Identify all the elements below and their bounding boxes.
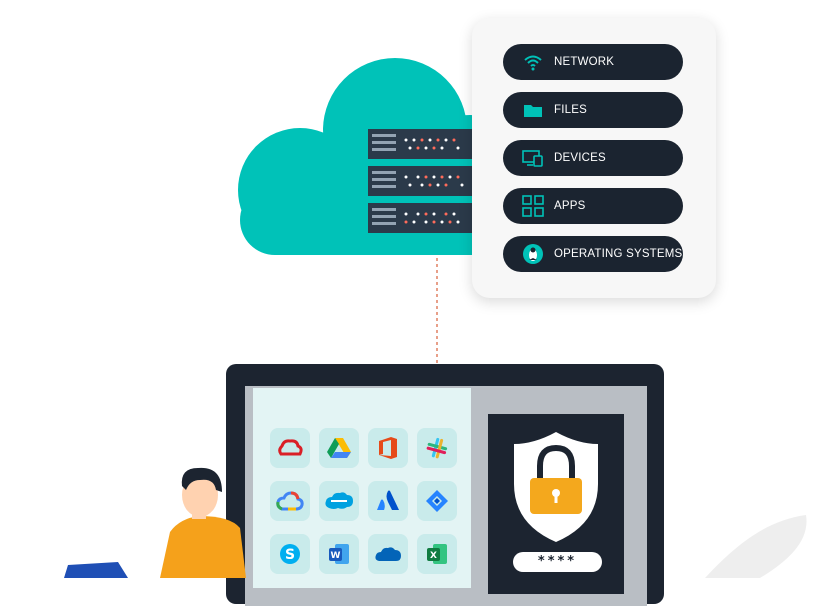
onedrive-icon[interactable] [368, 534, 408, 574]
svg-text:X: X [430, 551, 437, 561]
password-field[interactable]: **** [513, 552, 602, 572]
cloud-illustration [238, 58, 807, 578]
skype-icon[interactable]: S [270, 534, 310, 574]
devices-icon [522, 147, 544, 169]
menu-item-apps[interactable]: APPS [503, 188, 683, 224]
menu-item-label: APPS [554, 200, 586, 212]
linux-icon [522, 243, 544, 265]
svg-text:W: W [331, 551, 341, 561]
menu-item-operating-systems[interactable]: OPERATING SYSTEMS [503, 236, 683, 272]
laptop-icon [64, 562, 128, 578]
leaf-decoration [705, 515, 807, 578]
svg-text:S: S [285, 547, 295, 563]
menu-item-label: OPERATING SYSTEMS [554, 248, 683, 260]
slack-icon[interactable] [417, 428, 457, 468]
resource-menu-card: NETWORK FILES DEVICES APPS [472, 18, 716, 298]
apps-grid-icon [522, 195, 544, 217]
shield-lock-icon [514, 432, 598, 542]
person [160, 467, 246, 578]
google-drive-icon[interactable] [319, 428, 359, 468]
word-icon[interactable]: W [319, 534, 359, 574]
menu-item-network[interactable]: NETWORK [503, 44, 683, 80]
atlassian-icon[interactable] [368, 481, 408, 521]
jira-icon[interactable] [417, 481, 457, 521]
apps-panel: S W X [253, 388, 471, 588]
menu-item-files[interactable]: FILES [503, 92, 683, 128]
menu-item-label: DEVICES [554, 152, 606, 164]
salesforce-icon[interactable] [319, 481, 359, 521]
wifi-icon [522, 51, 544, 73]
office-icon[interactable] [368, 428, 408, 468]
google-cloud-icon[interactable] [270, 481, 310, 521]
menu-item-label: FILES [554, 104, 587, 116]
menu-item-devices[interactable]: DEVICES [503, 140, 683, 176]
person-illustration [64, 467, 246, 578]
adobe-creative-cloud-icon[interactable] [270, 428, 310, 468]
folder-icon [522, 99, 544, 121]
menu-item-label: NETWORK [554, 56, 615, 68]
excel-icon[interactable]: X [417, 534, 457, 574]
server-icon [368, 129, 472, 233]
